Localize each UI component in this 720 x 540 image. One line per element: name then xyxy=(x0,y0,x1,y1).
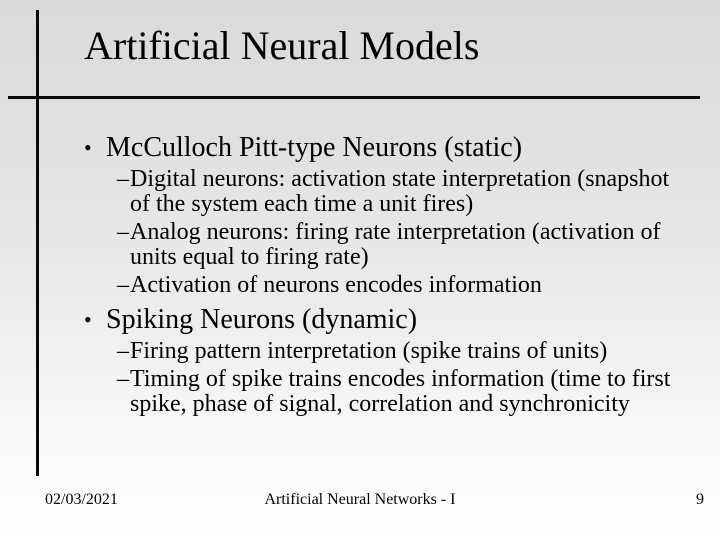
slide-body: • McCulloch Pitt-type Neurons (static) –… xyxy=(0,132,720,417)
text-line: units equal to firing rate) xyxy=(130,244,369,270)
text-line: of the system each time a unit fires) xyxy=(130,191,474,217)
dash-marker-icon: – xyxy=(117,219,129,245)
text-line: Activation of neurons encodes informatio… xyxy=(130,272,542,298)
sub-bullet-text: Analog neurons: firing rate interpretati… xyxy=(130,220,660,270)
text-line: Firing pattern interpretation (spike tra… xyxy=(130,338,608,364)
footer-course-title: Artificial Neural Networks - I xyxy=(264,491,456,508)
dash-marker-icon: – xyxy=(117,338,129,364)
dash-marker-icon: – xyxy=(117,366,129,392)
footer-page-number: 9 xyxy=(696,491,704,508)
sub-bullet-item: – Firing pattern interpretation (spike t… xyxy=(0,339,720,364)
slide-title: Artificial Neural Models xyxy=(84,23,480,68)
dash-marker-icon: – xyxy=(117,166,129,192)
sub-bullet-item: – Digital neurons: activation state inte… xyxy=(0,167,720,217)
bullet-label: McCulloch Pitt-type Neurons (static) xyxy=(106,132,523,163)
sub-bullet-text: Timing of spike trains encodes informati… xyxy=(130,367,670,417)
sub-bullet-text: Firing pattern interpretation (spike tra… xyxy=(130,339,607,364)
vertical-rule xyxy=(36,10,39,476)
bullet-item: • Spiking Neurons (dynamic) xyxy=(0,304,720,336)
sub-bullet-item: – Analog neurons: firing rate interpreta… xyxy=(0,220,720,270)
text-line: Timing of spike trains encodes informati… xyxy=(130,366,671,392)
footer-date: 02/03/2021 xyxy=(45,491,118,508)
sub-bullet-text: Digital neurons: activation state interp… xyxy=(130,167,669,217)
sub-bullet-item: – Activation of neurons encodes informat… xyxy=(0,273,720,298)
text-line: spike, phase of signal, correlation and … xyxy=(130,391,630,417)
dash-marker-icon: – xyxy=(117,272,129,298)
horizontal-rule xyxy=(8,96,700,99)
sub-bullet-item: – Timing of spike trains encodes informa… xyxy=(0,367,720,417)
bullet-label: Spiking Neurons (dynamic) xyxy=(106,304,418,335)
text-line: Digital neurons: activation state interp… xyxy=(130,166,670,192)
sub-bullet-text: Activation of neurons encodes informatio… xyxy=(130,273,542,298)
text-line: Analog neurons: firing rate interpretati… xyxy=(130,219,661,245)
bullet-marker-icon: • xyxy=(84,135,92,160)
bullet-item: • McCulloch Pitt-type Neurons (static) xyxy=(0,132,720,164)
bullet-marker-icon: • xyxy=(84,307,92,332)
